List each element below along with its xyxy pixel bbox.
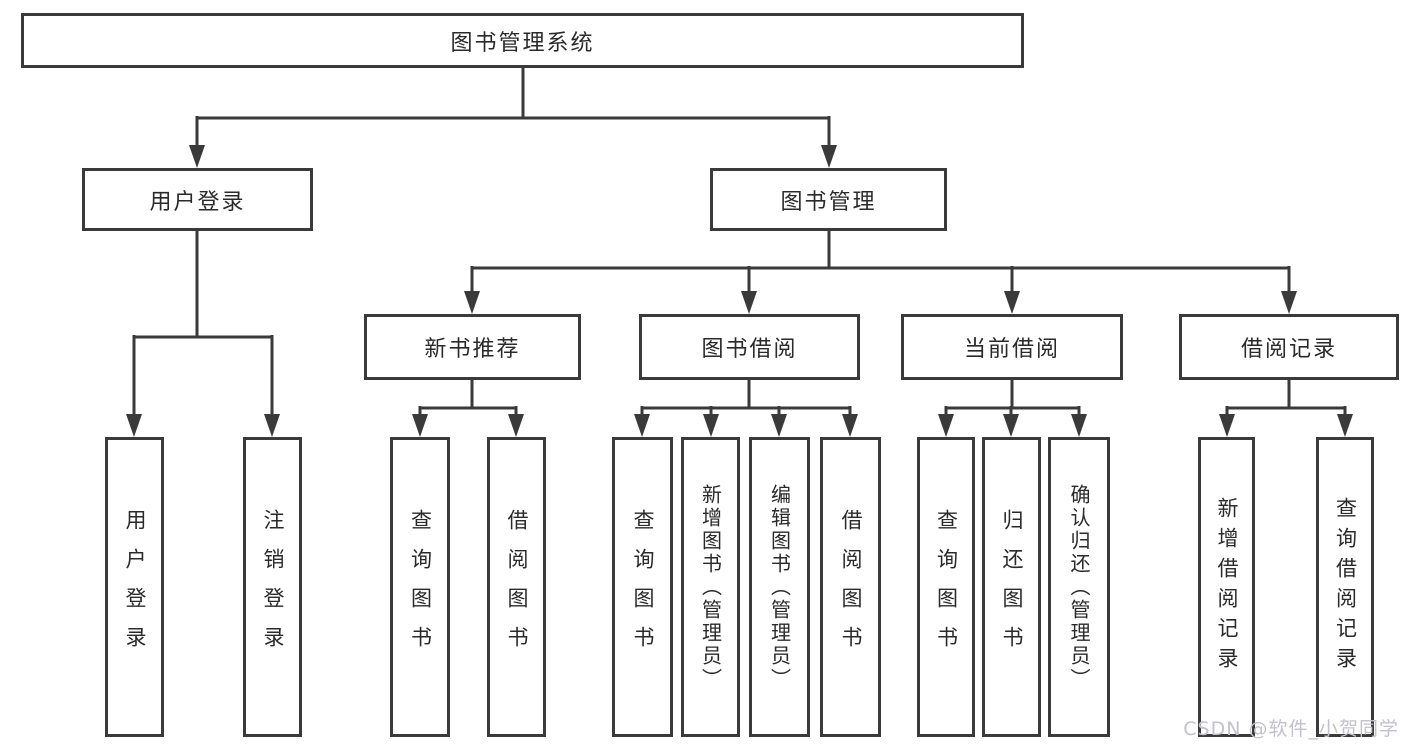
connector-root-to-level2	[189, 68, 837, 168]
node-label: 查询借阅记录	[1333, 497, 1358, 677]
arrowhead	[1004, 291, 1020, 314]
node-query-books-current: 查询图书	[917, 437, 975, 737]
node-borrow-books: 借阅图书	[820, 437, 881, 737]
arrowhead	[508, 414, 524, 437]
node-add-borrowing-record: 新增借阅记录	[1198, 437, 1255, 737]
node-borrowing-records: 借阅记录	[1179, 314, 1399, 380]
node-new-book-recommendation: 新书推荐	[364, 314, 581, 380]
node-label: 图书借阅	[701, 337, 798, 362]
connector-records-to-leaves	[1219, 380, 1353, 437]
arrowhead	[1281, 291, 1297, 314]
arrowhead	[634, 414, 650, 437]
node-label: 用户登录	[123, 509, 147, 665]
arrowhead	[771, 414, 787, 437]
arrowhead	[464, 291, 480, 314]
node-add-books-admin: 新增图书（管理员）	[681, 437, 740, 737]
node-label: 编辑图书（管理员）	[767, 483, 792, 691]
node-label: 新增图书（管理员）	[698, 483, 723, 691]
node-label: 新增借阅记录	[1215, 497, 1239, 677]
connector-mgmt-to-level3	[464, 231, 1297, 314]
node-label: 注销登录	[261, 509, 285, 665]
arrowhead	[703, 414, 719, 437]
csdn-watermark: CSDN @软件_小贺同学	[1183, 718, 1399, 740]
node-label: 归还图书	[1000, 509, 1024, 665]
node-label: 借阅记录	[1240, 337, 1337, 362]
arrowhead	[1337, 414, 1353, 437]
arrowhead	[264, 414, 280, 437]
connector-current-to-leaves	[938, 380, 1087, 437]
node-label: 查询图书	[934, 509, 959, 665]
arrowhead	[741, 291, 757, 314]
node-user-login-branch: 用户登录	[82, 168, 313, 231]
node-label: 用户登录	[149, 189, 246, 215]
node-label: 查询图书	[408, 509, 433, 665]
arrowhead	[821, 145, 837, 168]
arrowhead	[126, 414, 142, 437]
node-book-borrowing: 图书借阅	[639, 314, 860, 380]
arrowhead	[189, 145, 205, 168]
arrowhead	[938, 414, 954, 437]
arrowhead	[1003, 414, 1019, 437]
node-library-management-system: 图书管理系统	[21, 13, 1024, 68]
node-return-books: 归还图书	[982, 437, 1041, 737]
node-label: 当前借阅	[963, 337, 1060, 362]
arrowhead	[1071, 414, 1087, 437]
node-borrow-books-newrec: 借阅图书	[487, 437, 546, 737]
node-label: 借阅图书	[505, 509, 529, 665]
node-edit-books-admin: 编辑图书（管理员）	[749, 437, 810, 737]
node-book-management: 图书管理	[710, 168, 947, 231]
connector-newrec-to-leaves	[412, 380, 524, 437]
node-logout: 注销登录	[243, 437, 302, 737]
connector-login-to-leaves	[126, 231, 280, 437]
node-query-borrowing-record: 查询借阅记录	[1316, 437, 1374, 737]
node-current-borrowing: 当前借阅	[901, 314, 1123, 380]
node-label: 新书推荐	[424, 337, 521, 362]
arrowhead	[1219, 414, 1235, 437]
node-label: 查询图书	[631, 509, 655, 665]
node-label: 图书管理系统	[450, 30, 595, 56]
node-label: 借阅图书	[839, 509, 863, 665]
arrowhead	[842, 414, 858, 437]
node-confirm-return-admin: 确认归还（管理员）	[1048, 437, 1110, 737]
node-query-books-borrow: 查询图书	[612, 437, 673, 737]
node-label: 确认归还（管理员）	[1067, 483, 1091, 691]
node-query-books-newrec: 查询图书	[390, 437, 450, 737]
arrowhead	[412, 414, 428, 437]
connector-borrow-to-leaves	[634, 380, 858, 437]
node-user-login-leaf: 用户登录	[105, 437, 164, 737]
node-label: 图书管理	[780, 189, 877, 215]
